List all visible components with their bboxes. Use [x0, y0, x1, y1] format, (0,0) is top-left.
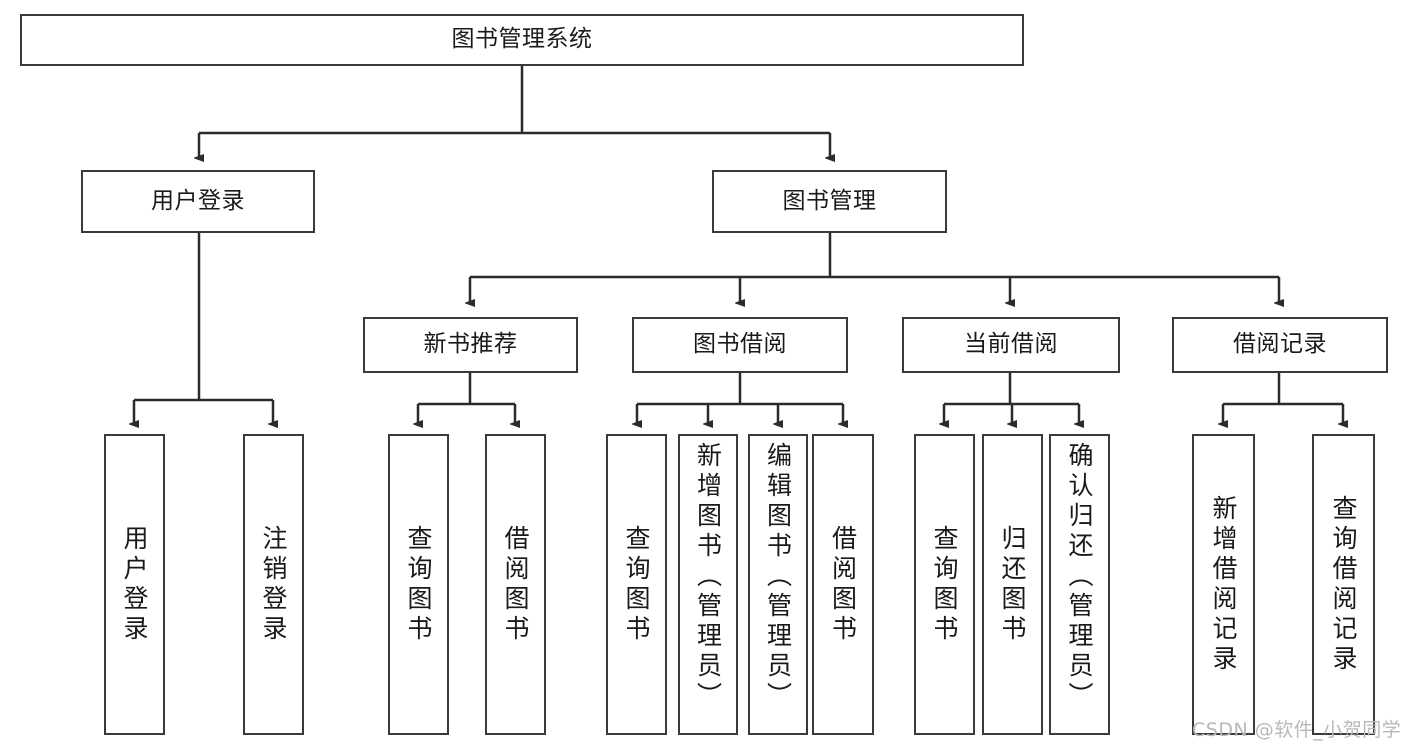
leaf-user-login[interactable]: 用户登录: [104, 434, 165, 735]
leaf-add-book-admin-label: 新增图书（管理员）: [693, 442, 723, 712]
node-new-book-recommend[interactable]: 新书推荐: [363, 317, 578, 373]
leaf-recommend-borrow-book[interactable]: 借阅图书: [485, 434, 546, 735]
leaf-edit-book-admin-label: 编辑图书（管理员）: [763, 442, 793, 712]
node-current-borrow-label: 当前借阅: [964, 331, 1058, 358]
leaf-recommend-query-book-label: 查询图书: [404, 524, 433, 645]
leaf-user-login-label: 用户登录: [120, 524, 149, 645]
leaf-recommend-query-book[interactable]: 查询图书: [388, 434, 449, 735]
leaf-logout[interactable]: 注销登录: [243, 434, 304, 735]
node-root[interactable]: 图书管理系统: [20, 14, 1024, 66]
node-user-login[interactable]: 用户登录: [81, 170, 315, 233]
leaf-borrow-book-label: 借阅图书: [828, 524, 858, 645]
leaf-current-query-book-label: 查询图书: [930, 524, 959, 645]
csdn-watermark: CSDN @软件_小贺同学: [1192, 719, 1402, 741]
leaf-recommend-borrow-book-label: 借阅图书: [501, 524, 530, 645]
leaf-current-query-book[interactable]: 查询图书: [914, 434, 975, 735]
leaf-confirm-return-admin-label: 确认归还（管理员）: [1065, 442, 1094, 712]
leaf-borrow-query-book[interactable]: 查询图书: [606, 434, 667, 735]
leaf-borrow-query-book-label: 查询图书: [622, 524, 651, 645]
leaf-return-book[interactable]: 归还图书: [982, 434, 1043, 735]
node-root-label: 图书管理系统: [451, 26, 593, 53]
node-borrow-record[interactable]: 借阅记录: [1172, 317, 1388, 373]
node-user-login-label: 用户登录: [151, 187, 245, 214]
node-book-management-label: 图书管理: [782, 187, 877, 214]
node-new-book-recommend-label: 新书推荐: [423, 331, 518, 358]
leaf-query-borrow-record-label: 查询借阅记录: [1329, 494, 1358, 675]
leaf-return-book-label: 归还图书: [998, 524, 1027, 645]
node-borrow-record-label: 借阅记录: [1233, 331, 1327, 358]
node-book-borrow-label: 图书借阅: [693, 331, 787, 358]
node-book-management[interactable]: 图书管理: [712, 170, 947, 233]
leaf-edit-book-admin[interactable]: 编辑图书（管理员）: [748, 434, 808, 735]
leaf-add-borrow-record[interactable]: 新增借阅记录: [1192, 434, 1255, 735]
node-book-borrow[interactable]: 图书借阅: [632, 317, 848, 373]
leaf-logout-label: 注销登录: [259, 524, 288, 645]
leaf-confirm-return-admin[interactable]: 确认归还（管理员）: [1049, 434, 1110, 735]
node-current-borrow[interactable]: 当前借阅: [902, 317, 1120, 373]
leaf-add-book-admin[interactable]: 新增图书（管理员）: [678, 434, 738, 735]
leaf-query-borrow-record[interactable]: 查询借阅记录: [1312, 434, 1375, 735]
leaf-add-borrow-record-label: 新增借阅记录: [1209, 494, 1238, 675]
leaf-borrow-book[interactable]: 借阅图书: [812, 434, 874, 735]
